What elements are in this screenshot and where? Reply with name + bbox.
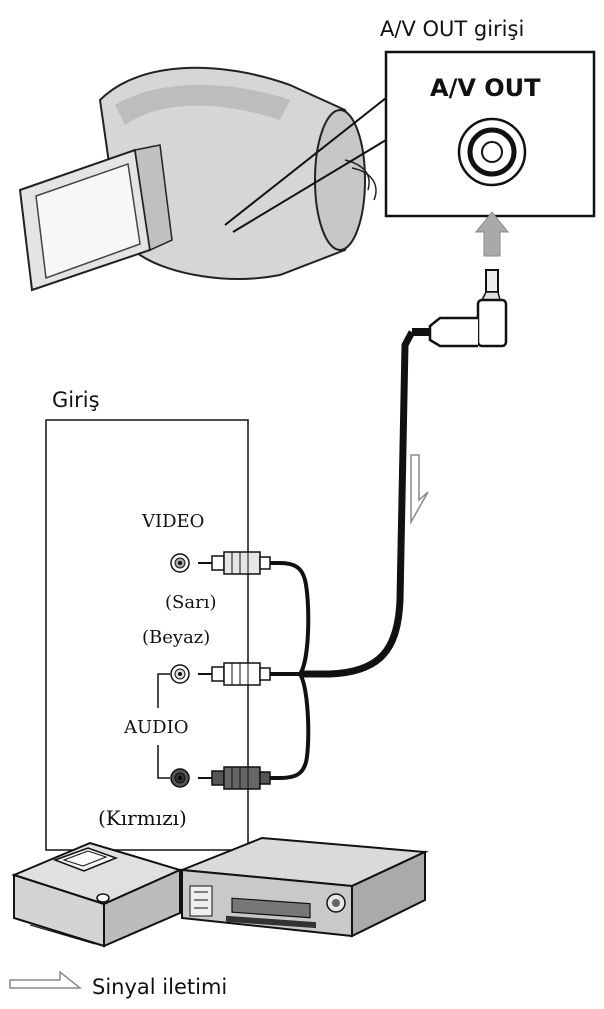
audio-left-rca-plug <box>198 662 271 686</box>
audio-label: AUDIO <box>123 717 188 738</box>
dvd-writer-illustration <box>11 841 183 948</box>
signal-legend-label: Sinyal iletimi <box>92 975 227 999</box>
audio-bracket <box>157 673 170 779</box>
audio-jack-red <box>170 768 190 788</box>
audio-jack-white <box>170 664 190 684</box>
signal-legend-arrow-icon <box>9 970 83 989</box>
main-cable <box>300 330 416 678</box>
video-label: VIDEO <box>141 511 204 532</box>
av-out-jack-icon <box>457 117 527 187</box>
yellow-label: (Sarı) <box>165 592 216 613</box>
white-label: (Beyaz) <box>142 627 210 648</box>
audio-right-rca-plug <box>198 766 271 790</box>
red-label: (Kırmızı) <box>98 806 187 830</box>
audio-right-cable <box>268 672 311 780</box>
camcorder-illustration <box>18 66 387 292</box>
av-out-port-label: A/V OUT girişi <box>380 17 524 41</box>
av-out-panel: A/V OUT <box>384 50 596 218</box>
mini-jack-plug <box>412 269 508 348</box>
insert-arrow-icon <box>474 211 510 257</box>
video-cable <box>268 561 311 676</box>
input-label: Giriş <box>52 388 100 412</box>
signal-direction-arrow-icon <box>410 454 429 525</box>
video-jack-yellow <box>170 553 190 573</box>
vcr-illustration <box>181 836 429 938</box>
av-out-panel-label: A/V OUT <box>430 74 541 102</box>
video-rca-plug <box>198 551 271 575</box>
